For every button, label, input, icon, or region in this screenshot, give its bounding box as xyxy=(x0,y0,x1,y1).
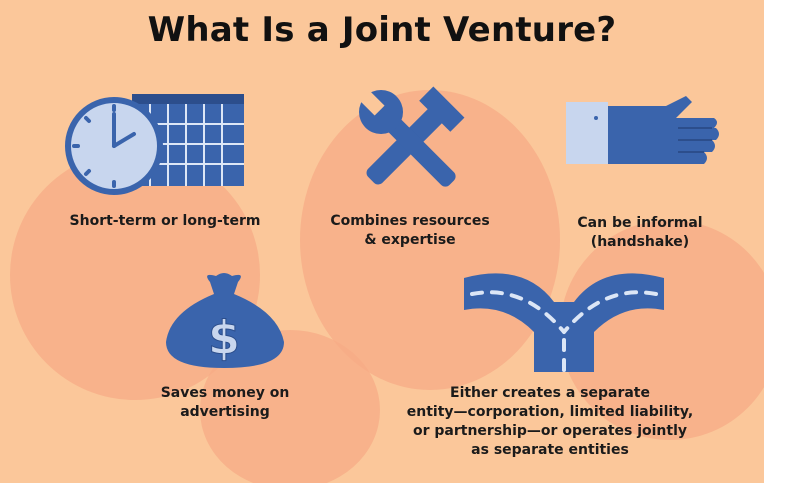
forked-road-icon xyxy=(464,273,664,372)
feature-label-informal: Can be informal (handshake) xyxy=(577,215,703,250)
page-title: What Is a Joint Venture? xyxy=(147,10,617,50)
clock-calendar-icon xyxy=(65,94,244,195)
wrench-hammer-icon xyxy=(359,86,465,187)
money-bag-icon: $ xyxy=(166,273,284,368)
svg-text:$: $ xyxy=(208,311,240,365)
feature-label-short-long-term: Short-term or long-term xyxy=(69,213,261,229)
handshake-hand-icon xyxy=(566,96,719,164)
background-blob xyxy=(300,90,560,390)
feature-label-structure: Either creates a separate entity—corpora… xyxy=(406,385,694,458)
feature-label-resources: Combines resources & expertise xyxy=(330,213,490,248)
feature-label-saves-money: Saves money on advertising xyxy=(160,385,290,420)
infographic-canvas: What Is a Joint Venture? Short-term or l… xyxy=(0,0,764,483)
